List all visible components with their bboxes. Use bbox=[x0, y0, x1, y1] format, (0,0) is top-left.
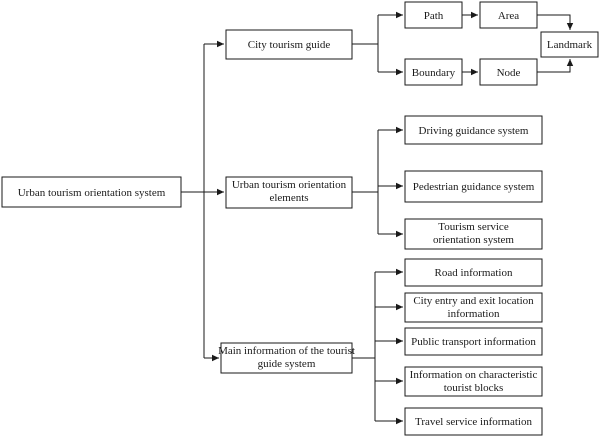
node-path: Path bbox=[404, 1, 463, 29]
label-line: guide system bbox=[258, 358, 316, 370]
node-area: Area bbox=[479, 1, 538, 29]
node-landmark: Landmark bbox=[540, 31, 599, 58]
label-line: orientation system bbox=[433, 234, 514, 246]
label-line: Main information of the tourist bbox=[218, 345, 355, 357]
node-root-label: Urban tourism orientation system bbox=[18, 187, 166, 199]
connectors bbox=[181, 11, 574, 425]
node-area-label: Area bbox=[498, 10, 519, 22]
label-line: Information on characteristic bbox=[410, 369, 538, 381]
node-public-transport: Public transport information bbox=[404, 327, 543, 356]
label-line: City entry and exit location bbox=[413, 295, 534, 307]
node-public-transport-label: Public transport information bbox=[411, 336, 536, 348]
node-road: Road information bbox=[404, 258, 543, 287]
node-travel-service: Travel service information bbox=[404, 407, 543, 436]
node-node: Node bbox=[479, 58, 538, 86]
label-line: Urban tourism orientation bbox=[232, 179, 347, 191]
label-line: Tourism service bbox=[438, 221, 509, 233]
node-boundary: Boundary bbox=[404, 58, 463, 86]
node-pedestrian-label: Pedestrian guidance system bbox=[413, 181, 535, 193]
node-travel-service-label: Travel service information bbox=[415, 416, 532, 428]
node-landmark-label: Landmark bbox=[547, 39, 593, 51]
node-path-label: Path bbox=[424, 10, 444, 22]
node-root: Urban tourism orientation system bbox=[1, 176, 182, 208]
node-node-label: Node bbox=[497, 67, 521, 79]
node-driving-label: Driving guidance system bbox=[419, 125, 529, 137]
label-line: tourist blocks bbox=[444, 382, 504, 394]
arrow-area-landmark bbox=[537, 14, 574, 30]
node-city-guide-label: City tourism guide bbox=[248, 39, 331, 51]
node-city-guide: City tourism guide bbox=[225, 29, 353, 60]
label-line: information bbox=[448, 308, 500, 320]
node-road-label: Road information bbox=[435, 267, 513, 279]
node-driving: Driving guidance system bbox=[404, 115, 543, 145]
label-line: elements bbox=[269, 192, 308, 204]
arrow-node-landmark bbox=[537, 59, 574, 73]
node-boundary-label: Boundary bbox=[412, 67, 456, 79]
node-pedestrian: Pedestrian guidance system bbox=[404, 170, 543, 203]
